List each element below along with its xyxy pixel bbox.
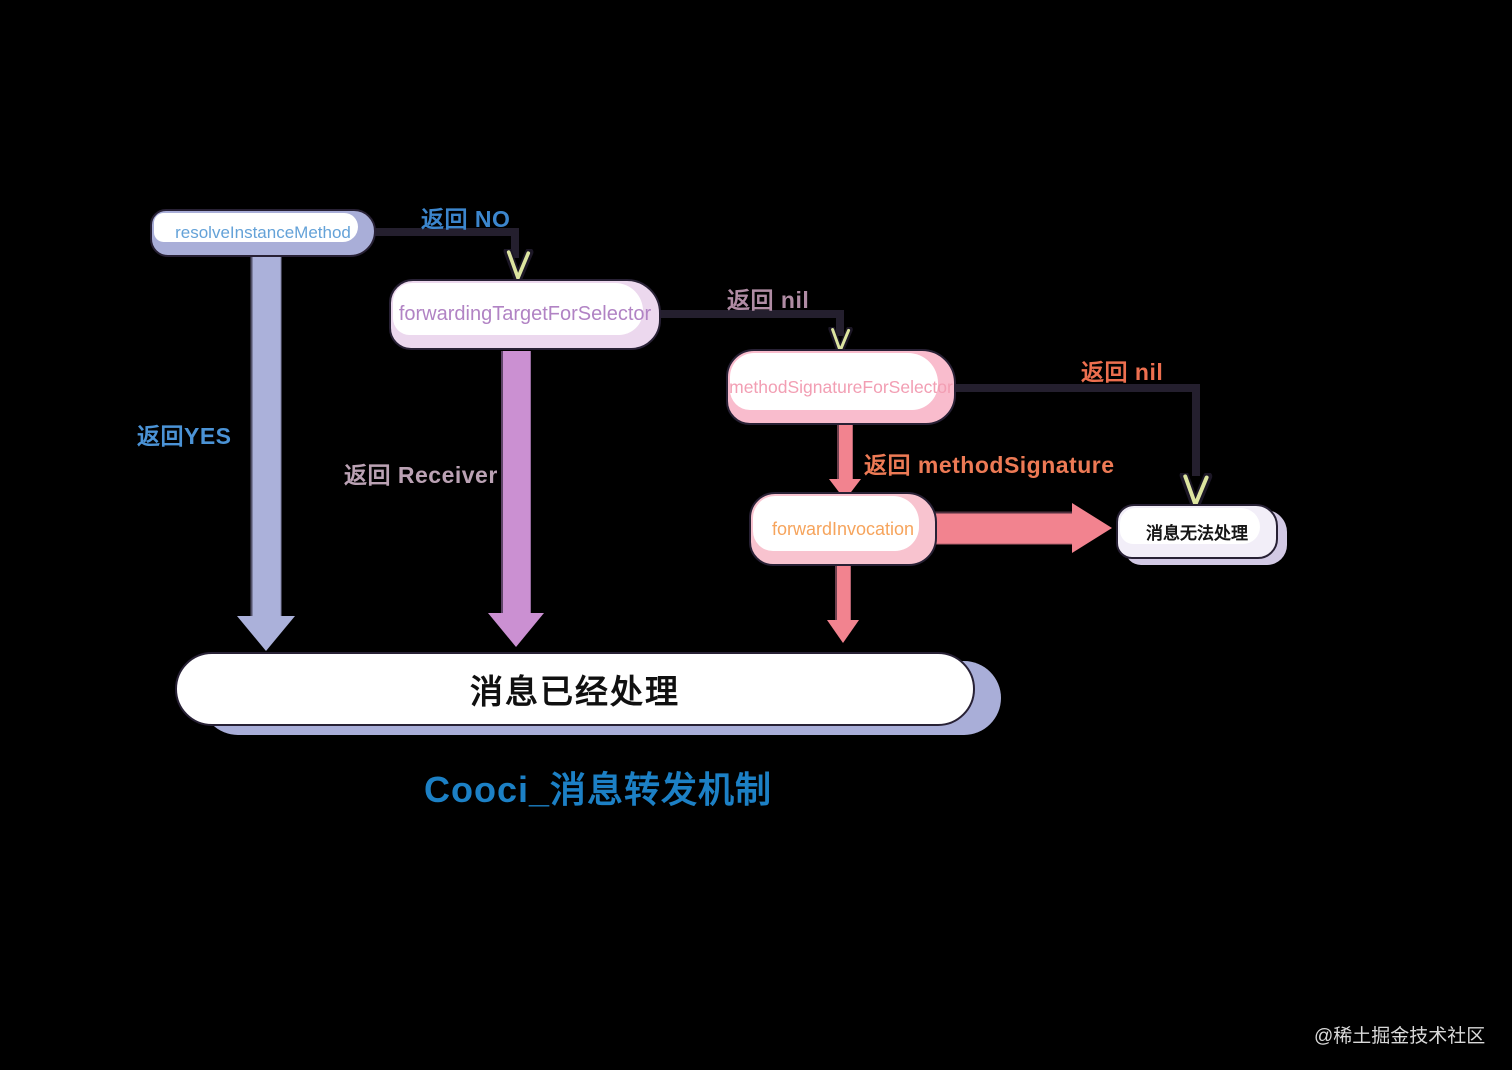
arrow-methodsignature-to-forwardinvocation: [829, 423, 861, 500]
edge-label-return-no: 返回 NO: [421, 206, 511, 232]
arrow-resolve-to-handled: [237, 253, 295, 651]
node-forwardinvocation: forwardInvocation: [749, 492, 937, 566]
arrow-forwardingtarget-to-handled: [488, 351, 544, 647]
node-message-handled: 消息已经处理: [175, 652, 975, 726]
node-label: forwardInvocation: [771, 518, 915, 539]
connector-resolve-to-forwardingtarget-h: [372, 228, 519, 236]
edge-label-return-nil-target: 返回 nil: [727, 287, 810, 313]
node-resolveinstancemethod: resolveInstanceMethod: [150, 209, 376, 257]
node-label: forwardingTargetForSelector: [398, 303, 652, 325]
connector-forwardingtarget-to-methodsignature-v: [836, 310, 844, 336]
node-label: 消息无法处理: [1146, 524, 1248, 543]
node-methodsignatureforselector: methodSignatureForSelector: [726, 349, 956, 425]
node-label: 消息已经处理: [470, 673, 680, 710]
diagram-title: Cooci_消息转发机制: [424, 769, 773, 810]
connector-forwardingtarget-to-methodsignature-h: [658, 310, 844, 318]
edge-label-return-methodsignature: 返回 methodSignature: [864, 452, 1115, 478]
arrow-forwardinvocation-to-unhandled: [928, 503, 1112, 553]
juejin-watermark: @稀土掘金技术社区: [1314, 1026, 1486, 1047]
edge-label-return-receiver: 返回 Receiver: [344, 462, 498, 488]
node-message-unhandled: 消息无法处理: [1116, 504, 1278, 559]
connector-resolve-to-forwardingtarget-v: [511, 228, 519, 258]
edge-label-return-nil-signature: 返回 nil: [1081, 359, 1164, 385]
arrow-forwardinvocation-to-handled: [827, 562, 859, 643]
connector-methodsignature-to-unhandled-h: [952, 384, 1200, 392]
node-label: resolveInstanceMethod: [175, 223, 351, 242]
arrowhead-v-icon: [503, 249, 534, 282]
node-forwardingtargetforselector: forwardingTargetForSelector: [389, 279, 661, 350]
edge-label-return-yes: 返回YES: [137, 423, 232, 449]
connector-methodsignature-to-unhandled-v: [1192, 384, 1200, 476]
node-label: methodSignatureForSelector: [729, 376, 953, 397]
